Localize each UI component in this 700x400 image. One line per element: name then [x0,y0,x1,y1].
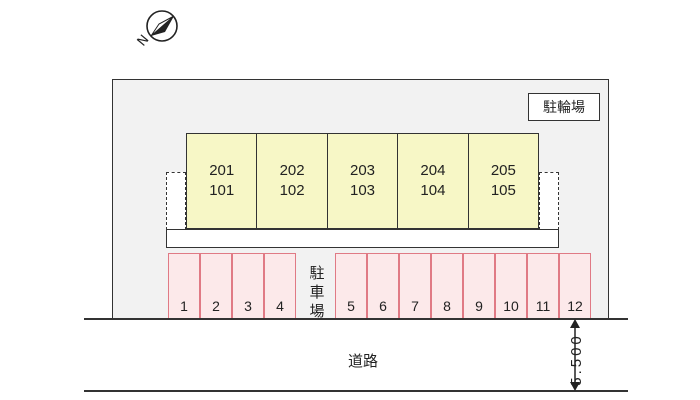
parking-space: 11 [527,253,559,319]
unit-lower-number: 103 [350,182,376,199]
parking-space: 4 [264,253,296,319]
unit-column: 204 104 [398,134,469,228]
parking-space: 7 [399,253,431,319]
parking-label-char: 場 [309,302,325,320]
parking-space: 9 [463,253,495,319]
apartment-building: 201 101 202 102 203 103 204 104 205 105 [186,133,539,229]
parking-space: 2 [200,253,232,319]
unit-lower-number: 104 [420,182,446,199]
parking-space: 5 [335,253,367,319]
parking-space: 6 [367,253,399,319]
bicycle-parking-label: 駐輪場 [528,93,600,121]
walkway-slab [166,229,559,248]
road-width-arrow-icon [570,319,580,391]
parking-space: 12 [559,253,591,319]
unit-column: 202 102 [257,134,328,228]
unit-column: 203 103 [327,134,399,228]
parking-label-char: 車 [309,283,325,301]
unit-upper-number: 201 [209,162,235,179]
parking-space: 10 [495,253,527,319]
unit-upper-number: 205 [490,162,516,179]
north-compass-icon: N [135,10,178,49]
unit-column: 201 101 [187,134,258,228]
parking-label-char: 駐 [309,264,325,282]
unit-upper-number: 204 [420,162,446,179]
outline-right-annex [539,172,559,230]
parking-space: 8 [431,253,463,319]
unit-lower-number: 105 [490,182,516,199]
unit-lower-number: 102 [279,182,305,199]
road-edge-bottom [84,390,628,392]
outline-left-annex [166,172,186,230]
parking-space: 1 [168,253,200,319]
parking-space: 3 [232,253,264,319]
unit-lower-number: 101 [209,182,235,199]
road-width-value: 5.500 [567,332,585,386]
road-width-dimension: 5.500 [559,325,593,393]
road-label: 道路 [347,352,378,370]
parking-area-label: 駐 車 場 [306,264,328,321]
unit-upper-number: 202 [279,162,305,179]
unit-column: 205 105 [468,134,539,228]
road-edge-top [84,318,628,320]
unit-upper-number: 203 [350,162,376,179]
